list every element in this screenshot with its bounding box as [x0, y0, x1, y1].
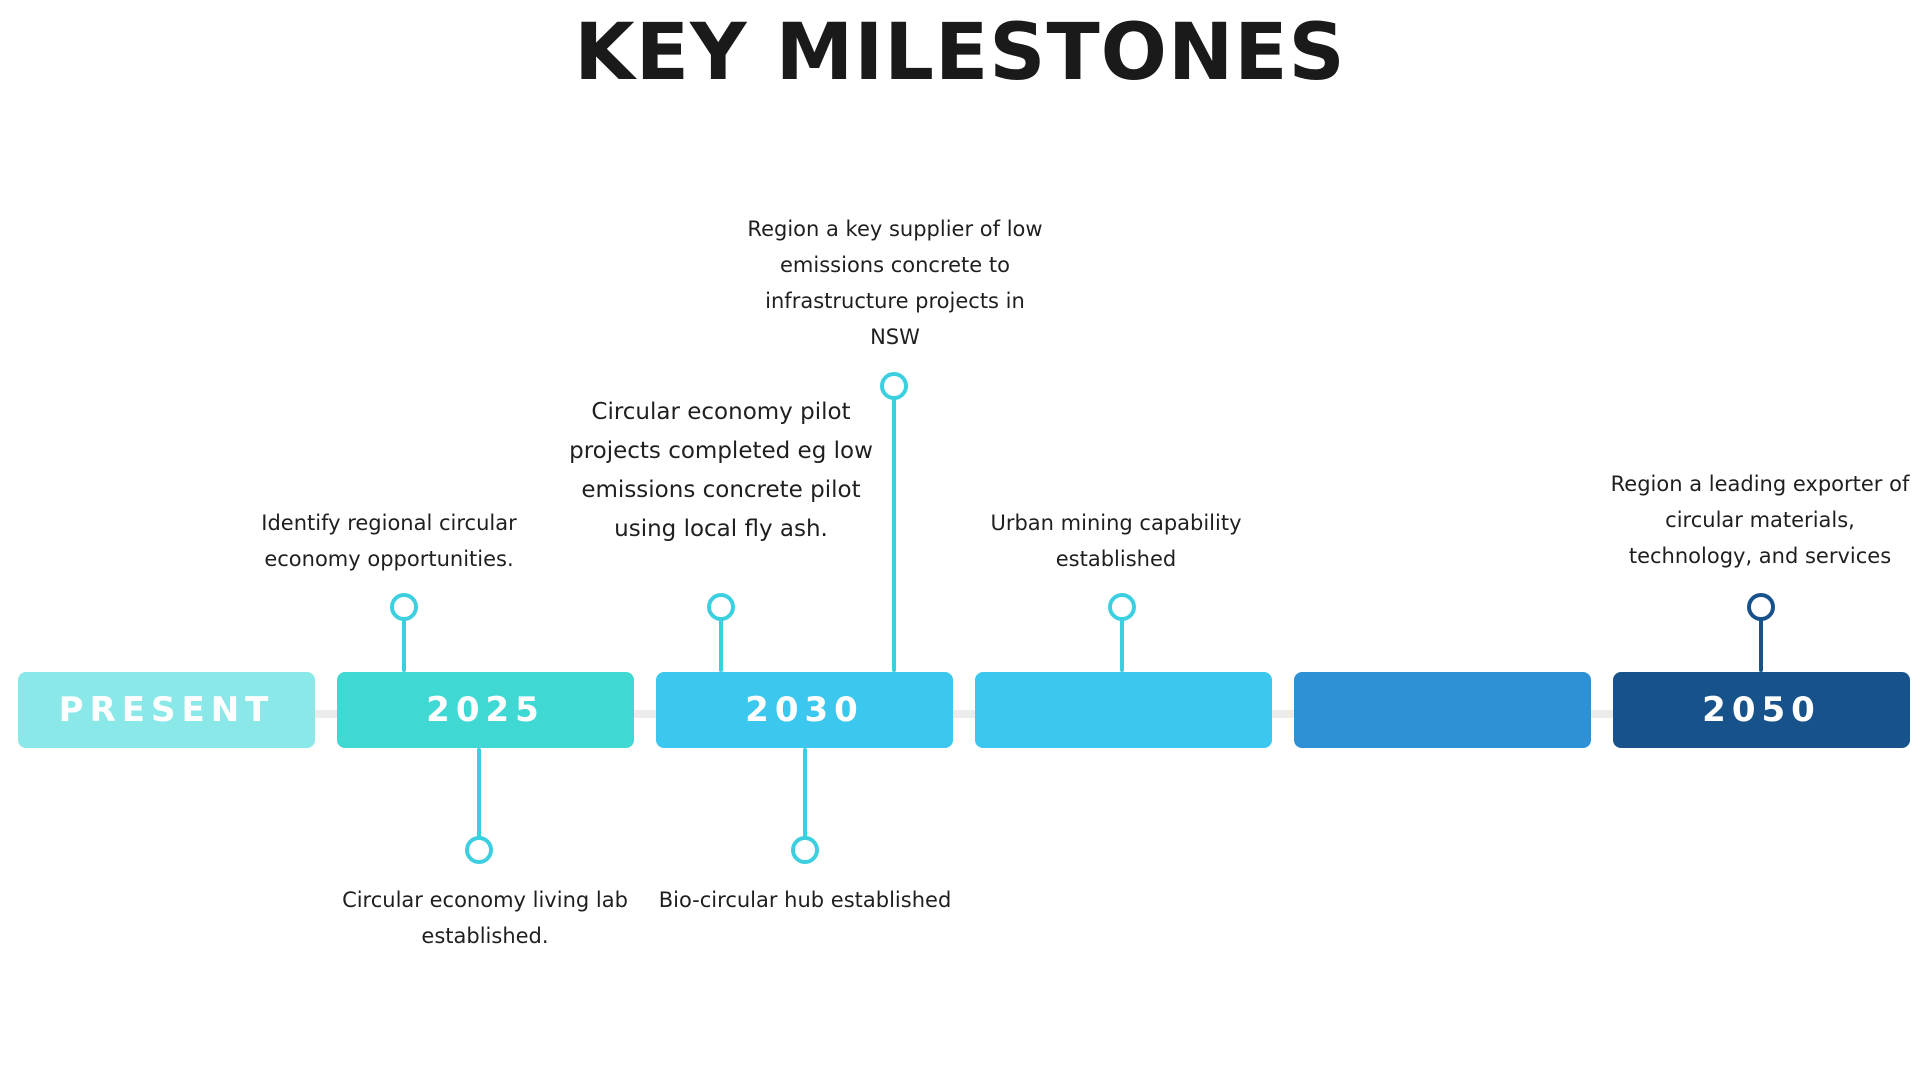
milestone-stem — [719, 616, 723, 672]
milestone-stem — [477, 748, 481, 840]
milestone-marker — [707, 593, 735, 621]
stage-unlabeled-2 — [1294, 672, 1591, 748]
timeline-track — [18, 710, 1902, 718]
milestone-stem — [803, 748, 807, 840]
milestone-caption: Region a leading exporter of circular ma… — [1610, 472, 1910, 568]
stage-unlabeled-1 — [975, 672, 1272, 748]
milestone-stem — [1759, 616, 1763, 672]
stage-2030: 2030 — [656, 672, 953, 748]
milestone-caption: Urban mining capability established — [990, 511, 1242, 571]
milestone-marker — [1747, 593, 1775, 621]
stage-2025: 2025 — [337, 672, 634, 748]
milestone-stem — [1120, 616, 1124, 672]
milestone-stem — [402, 616, 406, 672]
page-title: KEY MILESTONES — [574, 8, 1346, 98]
milestone-marker — [465, 836, 493, 864]
milestone-caption: Region a key supplier of low emissions c… — [747, 217, 1043, 349]
stage-present: PRESENT — [18, 672, 315, 748]
milestone-marker — [390, 593, 418, 621]
milestone-marker — [880, 372, 908, 400]
milestone-stem — [892, 395, 896, 672]
milestone-marker — [1108, 593, 1136, 621]
milestone-caption: Circular economy living lab established. — [342, 888, 628, 948]
milestone-caption: Identify regional circular economy oppor… — [261, 511, 517, 571]
stage-2050: 2050 — [1613, 672, 1910, 748]
milestone-caption: Circular economy pilot projects complete… — [569, 399, 873, 542]
milestone-marker — [791, 836, 819, 864]
milestone-caption: Bio-circular hub established — [658, 888, 952, 912]
